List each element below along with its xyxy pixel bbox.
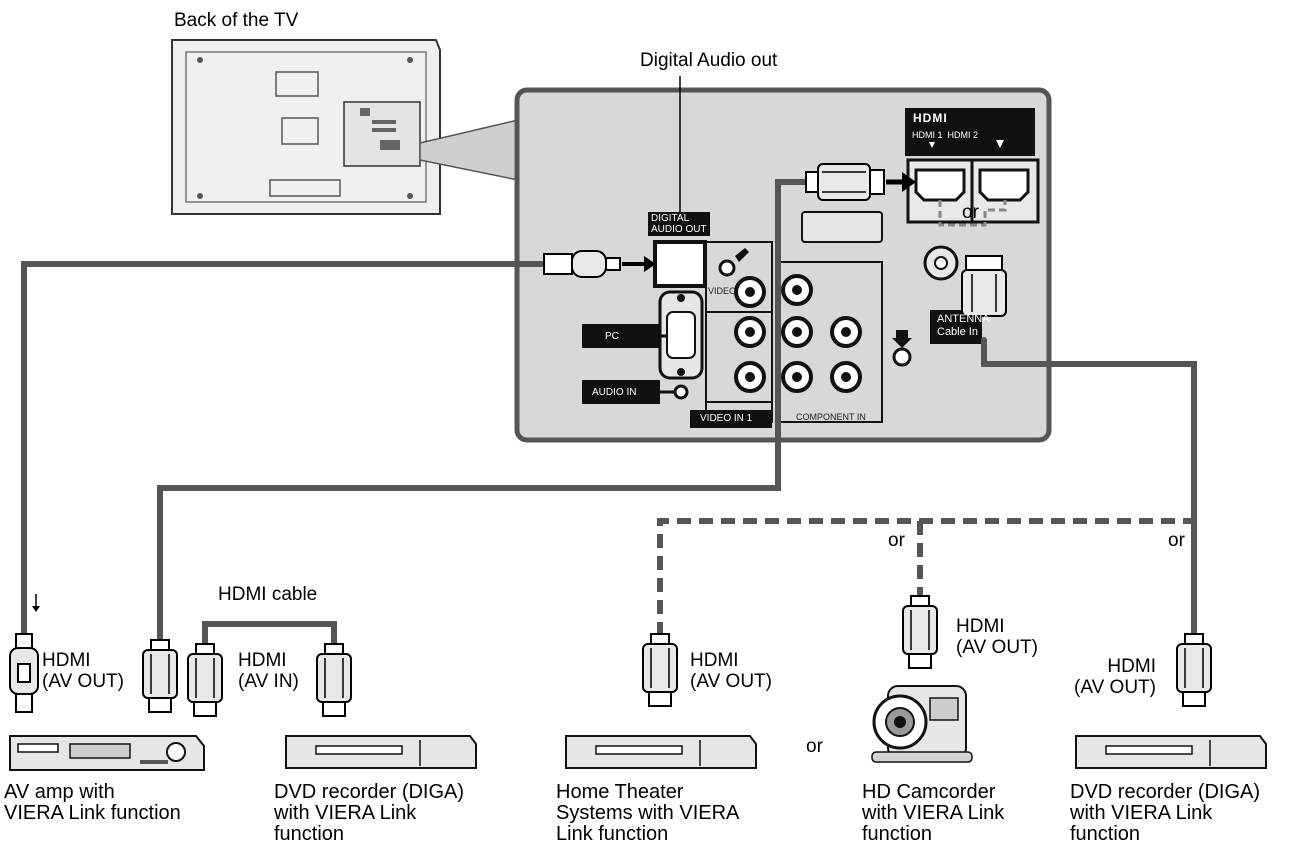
pc-tag: PC xyxy=(605,331,619,342)
camcorder-plug-label: HDMI (AV OUT) xyxy=(956,616,1038,658)
dvd-right-device xyxy=(1075,735,1267,769)
dvd-left-label: DVD recorder (DIGA) with VIERA Link func… xyxy=(274,781,465,845)
hdmi-ports-label: HDMI 1 HDMI 2 xyxy=(909,129,982,142)
camcorder-label: HD Camcorder with VIERA Link function xyxy=(862,781,1005,845)
home-theater-device xyxy=(565,735,757,769)
hdmi-plug-home-theater xyxy=(642,633,678,707)
hdmi-plug-to-tv xyxy=(805,163,916,201)
home-theater-label: Home Theater Systems with VIERA Link fun… xyxy=(556,781,740,845)
hdmi-plug-camcorder xyxy=(902,595,938,669)
hdmi-plug-dvd-left xyxy=(316,643,352,717)
or-branch-center-label: or xyxy=(888,530,905,551)
optical-plug xyxy=(543,250,656,278)
hdmi-cable-label: HDMI cable xyxy=(218,584,318,605)
video-jack-label: VIDEO xyxy=(708,286,737,296)
or-branch-right-label: or xyxy=(1168,530,1185,551)
av-amp-label: AV amp with VIERA Link function xyxy=(4,781,181,824)
back-of-tv-label: Back of the TV xyxy=(174,10,299,31)
optical-plug-amp xyxy=(9,633,39,713)
av-amp-device xyxy=(9,735,205,771)
hdmi1-arrow-icon xyxy=(928,140,936,148)
hdmi-plug-amp-out xyxy=(142,639,178,713)
hdmi-logo: HDMI xyxy=(910,112,951,125)
hdmi-plug-antenna xyxy=(961,255,1007,317)
dvd-right-label: DVD recorder (DIGA) with VIERA Link func… xyxy=(1070,781,1261,845)
or-devices-label: or xyxy=(806,736,823,757)
home-theater-plug-label: HDMI (AV OUT) xyxy=(690,650,772,692)
component-in-tag: COMPONENT IN xyxy=(796,412,866,422)
dvd-left-plug-label: HDMI (AV IN) xyxy=(238,650,299,692)
hdmi-plug-amp-in xyxy=(187,643,223,717)
cables xyxy=(21,179,1197,651)
audio-in-tag: AUDIO IN xyxy=(592,387,637,398)
digital-audio-out-tag: DIGITAL AUDIO OUT xyxy=(648,212,710,236)
digital-audio-out-label: Digital Audio out xyxy=(640,50,778,71)
antenna-tag: ANTENNA Cable In xyxy=(937,313,990,338)
hdmi2-arrow-icon xyxy=(996,140,1004,148)
camcorder-device xyxy=(871,685,973,763)
av-amp-plug-label: HDMI (AV OUT) xyxy=(42,650,124,692)
dvd-right-plug-label: HDMI (AV OUT) xyxy=(1074,656,1156,698)
or-hdmi-ports-label: or xyxy=(962,202,979,223)
dvd-left-device xyxy=(285,735,477,769)
hdmi-plug-dvd-right xyxy=(1176,633,1212,707)
video-in-1-tag: VIDEO IN 1 xyxy=(700,413,753,424)
tv-back-thumbnail xyxy=(171,39,519,215)
dashed-alternatives xyxy=(657,518,1194,636)
